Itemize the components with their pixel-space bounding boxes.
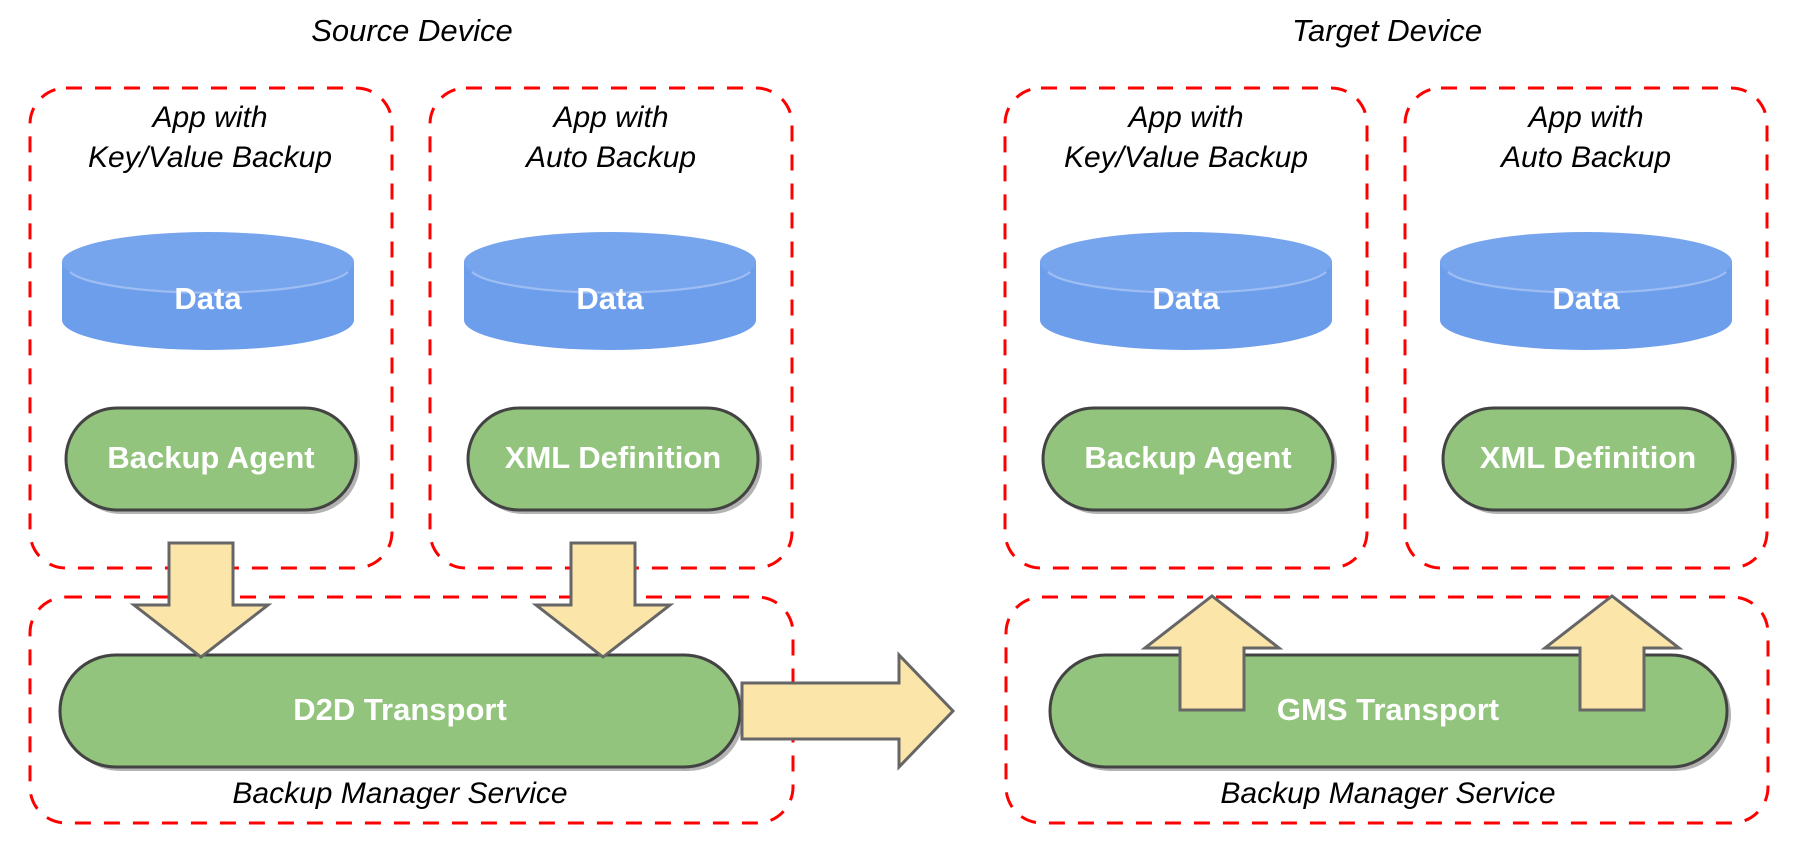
arrow-up-target-auto[interactable] xyxy=(1540,594,1684,712)
app-container-source-auto[interactable]: App with Auto Backup Data XML Definition xyxy=(428,86,794,570)
transport-label: GMS Transport xyxy=(1277,692,1499,727)
data-cylinder-target-auto[interactable]: Data xyxy=(1440,232,1732,350)
data-cylinder-source-auto[interactable]: Data xyxy=(464,232,756,350)
cylinder-highlight xyxy=(471,271,751,294)
cylinder-highlight xyxy=(1447,271,1727,294)
app-title-line2: Key/Value Backup xyxy=(1064,141,1308,174)
transport-label: D2D Transport xyxy=(293,692,507,727)
device-title-source: Source Device xyxy=(311,13,513,48)
app-title-line1: App with xyxy=(1526,101,1643,134)
transport-d2d[interactable]: D2D Transport xyxy=(58,653,744,771)
data-label: Data xyxy=(1152,281,1220,316)
data-label: Data xyxy=(576,281,644,316)
app-dashed-border xyxy=(1403,86,1769,570)
arrow-down-source-kv[interactable] xyxy=(129,541,273,659)
app-dashed-border xyxy=(428,86,794,570)
component-source-auto[interactable]: XML Definition xyxy=(466,406,762,514)
app-dashed-border xyxy=(28,86,394,570)
cylinder-highlight xyxy=(1047,271,1327,294)
app-title-line1: App with xyxy=(150,101,267,134)
cylinder-top xyxy=(62,232,354,292)
data-label: Data xyxy=(1552,281,1620,316)
component-label: Backup Agent xyxy=(1084,440,1291,475)
cylinder-highlight xyxy=(69,271,349,294)
component-shape xyxy=(64,406,358,512)
arrow-down-source-auto[interactable] xyxy=(531,541,675,659)
data-cylinder-target-kv[interactable]: Data xyxy=(1040,232,1332,350)
component-shape xyxy=(1041,406,1335,512)
device-title-target: Target Device xyxy=(1292,13,1482,48)
service-label-target: Backup Manager Service xyxy=(1220,777,1555,810)
arrow-right-d2d-to-gms[interactable] xyxy=(740,651,956,771)
component-source-kv[interactable]: Backup Agent xyxy=(64,406,360,514)
component-target-kv[interactable]: Backup Agent xyxy=(1041,406,1337,514)
arrow-up-target-kv[interactable] xyxy=(1140,594,1284,712)
app-title-line2: Key/Value Backup xyxy=(88,141,332,174)
service-label-source: Backup Manager Service xyxy=(232,777,567,810)
app-title-line2: Auto Backup xyxy=(524,141,696,174)
transport-shape xyxy=(58,653,742,769)
cylinder-top xyxy=(1040,232,1332,292)
app-title-line2: Auto Backup xyxy=(1499,141,1671,174)
component-shape xyxy=(466,406,760,512)
app-title-line1: App with xyxy=(551,101,668,134)
service-dashed-border xyxy=(1004,595,1770,825)
data-label: Data xyxy=(174,281,242,316)
app-dashed-border xyxy=(1003,86,1369,570)
component-target-auto[interactable]: XML Definition xyxy=(1441,406,1737,514)
cylinder-top xyxy=(1440,232,1732,292)
app-title-line1: App with xyxy=(1126,101,1243,134)
component-label: XML Definition xyxy=(505,440,721,475)
app-container-target-kv[interactable]: App with Key/Value Backup Data Backup Ag… xyxy=(1003,86,1369,570)
app-container-source-kv[interactable]: App with Key/Value Backup Data Backup Ag… xyxy=(28,86,394,570)
component-label: Backup Agent xyxy=(107,440,314,475)
data-cylinder-source-kv[interactable]: Data xyxy=(62,232,354,350)
service-container-source-bms[interactable]: D2D Transport Backup Manager Service xyxy=(28,595,795,825)
app-container-target-auto[interactable]: App with Auto Backup Data XML Definition xyxy=(1403,86,1769,570)
component-label: XML Definition xyxy=(1480,440,1696,475)
component-shape xyxy=(1441,406,1735,512)
cylinder-top xyxy=(464,232,756,292)
